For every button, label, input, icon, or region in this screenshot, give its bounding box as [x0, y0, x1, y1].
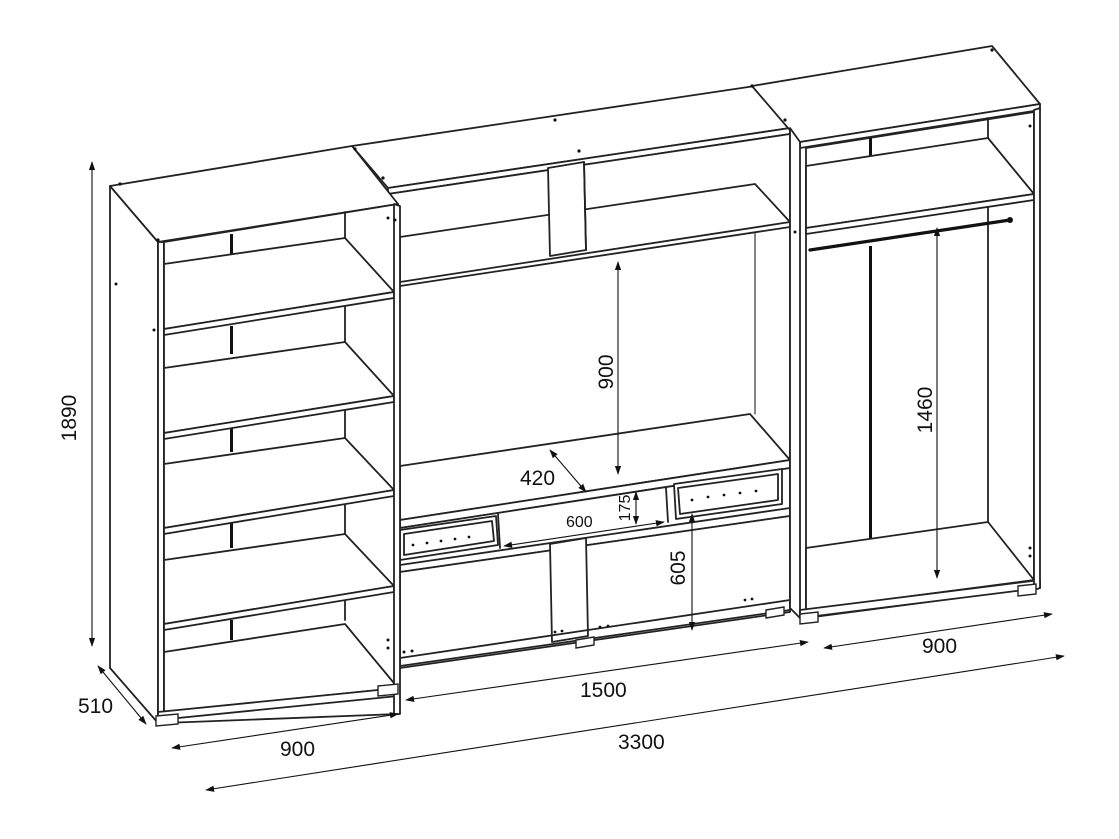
dim-lower-height-label: 605 — [667, 550, 690, 585]
center-upper-shelf-edge — [399, 226, 791, 287]
dim-shelf-depth-line — [549, 449, 587, 493]
center-foot-2 — [765, 606, 785, 619]
dim-drawer-height-label: 175 — [617, 495, 634, 522]
dim-drawer-width-label: 600 — [566, 514, 593, 531]
dim-total-height-label: 1890 — [58, 395, 81, 442]
dim-shelf-depth-label: 420 — [520, 467, 555, 490]
left-foot-front — [155, 713, 179, 727]
center-upper-divider — [547, 161, 587, 257]
dim-left-width-label: 900 — [280, 738, 315, 761]
dim-right-width-label: 900 — [922, 635, 957, 658]
hanging-rail — [808, 218, 1012, 252]
center-lower-divider — [549, 537, 589, 643]
left-side-panel — [109, 185, 159, 724]
center-upper-divider-edge — [583, 161, 587, 251]
drawer-divider-2 — [665, 487, 669, 523]
left-foot-back — [377, 683, 399, 697]
center-tv-module — [351, 85, 791, 669]
dim-total-width-line — [205, 654, 1065, 792]
drawer-right — [673, 468, 783, 520]
dim-center-width-label: 1500 — [580, 679, 627, 702]
drawer-divider-1 — [497, 513, 501, 549]
right-foot-back — [1017, 583, 1037, 597]
right-wardrobe — [750, 45, 1041, 625]
right-foot-front — [799, 611, 819, 625]
dimension-lines: 1890 510 900 1500 900 3300 900 420 175 6… — [58, 161, 1065, 792]
right-left-side — [789, 127, 801, 619]
drawer-left-inner — [403, 520, 495, 556]
dim-niche-height-label: 900 — [595, 354, 618, 389]
left-bookcase — [109, 145, 414, 727]
dim-depth-label: 510 — [78, 695, 113, 718]
drawer-right-inner — [677, 473, 779, 515]
dim-hanging-height-label: 1460 — [914, 387, 937, 434]
dim-right-width-line — [823, 612, 1053, 650]
left-right-side — [393, 203, 401, 715]
right-right-side — [1033, 107, 1041, 591]
dim-depth-line — [97, 665, 147, 725]
dim-total-width-label: 3300 — [618, 731, 665, 754]
dim-drawer-width-line — [503, 520, 665, 548]
